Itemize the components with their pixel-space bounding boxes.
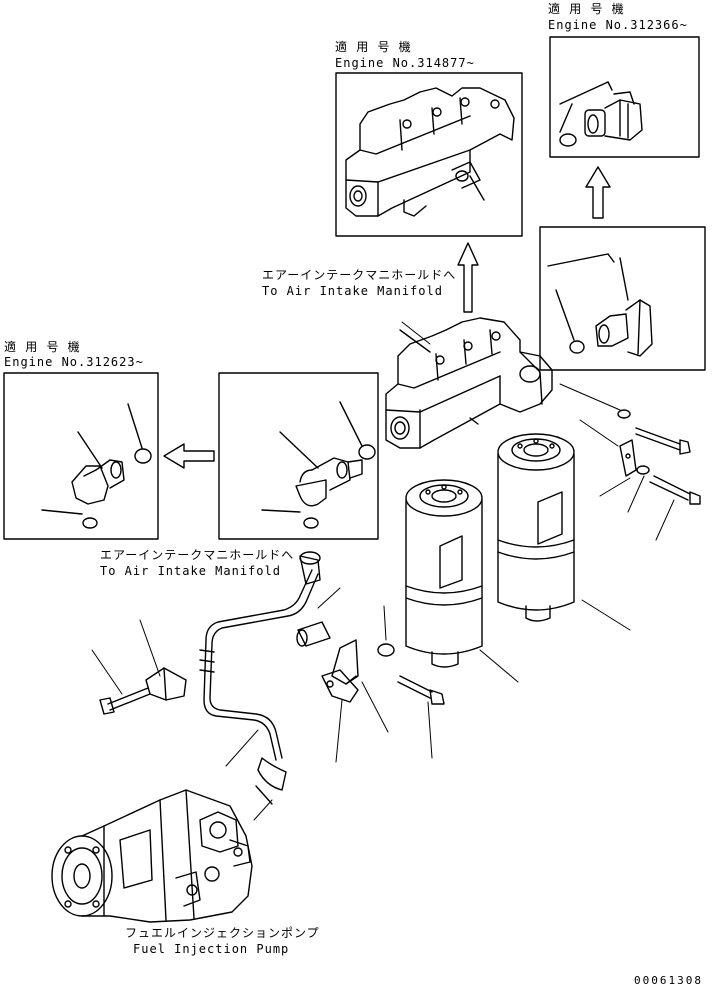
drawing-number: 00061308: [634, 974, 703, 987]
elbow-fitting-left-box-icon: [42, 404, 151, 528]
pump-label-en: Fuel Injection Pump: [133, 942, 290, 956]
fuel-injection-pump-icon: [52, 790, 252, 922]
elbow-fitting-middle-left-icon: [262, 402, 375, 528]
washer-right-lower-icon: [637, 466, 649, 474]
air-intake-label-lower-en: To Air Intake Manifold: [100, 564, 281, 578]
detail-box-right: [540, 227, 705, 370]
detail-box-left: [4, 373, 158, 539]
bolt-lower-right-icon: [650, 476, 700, 504]
air-intake-label-upper-jp: エアーインテークマニホールドへ: [262, 268, 457, 282]
engine-label-left-en: Engine No.312623~: [4, 355, 144, 369]
sleeve-icon: [297, 622, 330, 646]
bracket-right-icon: [620, 440, 636, 476]
pump-label-jp: フュエルインジェクションポンプ: [125, 926, 320, 940]
nut-center-icon: [378, 644, 394, 656]
engine-label-top-center-en: Engine No.314877~: [335, 56, 475, 70]
engine-label-left-jp: 適 用 号 機: [4, 340, 81, 354]
filter-cartridge-right-icon: [498, 434, 574, 621]
engine-label-top-center-jp: 適 用 号 機: [335, 40, 412, 54]
detail-box-top-right: [550, 37, 699, 157]
filter-head-top-center-icon: [346, 88, 514, 216]
filter-cartridge-left-icon: [406, 480, 482, 667]
clamp-center-icon: [322, 670, 358, 702]
air-intake-label-lower-jp: エアーインテークマニホールドへ: [100, 548, 295, 562]
bolt-left-icon: [100, 688, 150, 714]
elbow-fitting-top-right-icon: [560, 82, 642, 146]
arrow-up-right: [586, 167, 610, 218]
bolt-center-icon: [398, 676, 444, 704]
detail-box-middle-left: [219, 373, 378, 539]
clamp-left-icon: [146, 668, 186, 700]
detail-box-top-center: [336, 73, 522, 236]
fitting-right-box-icon: [548, 254, 652, 356]
engine-label-top-right-en: Engine No.312366~: [548, 18, 688, 32]
leader-lines: [92, 322, 674, 820]
bolt-upper-right-icon: [636, 428, 690, 454]
arrow-left: [164, 444, 214, 468]
washer-right-upper-icon: [618, 410, 630, 418]
arrow-up-center: [458, 243, 478, 312]
bracket-center-icon: [332, 640, 358, 684]
engine-label-top-right-jp: 適 用 号 機: [548, 2, 625, 16]
air-intake-label-upper-en: To Air Intake Manifold: [262, 284, 443, 298]
fuel-hose-icon: [200, 552, 320, 804]
fuel-filter-head-icon: [386, 318, 552, 448]
